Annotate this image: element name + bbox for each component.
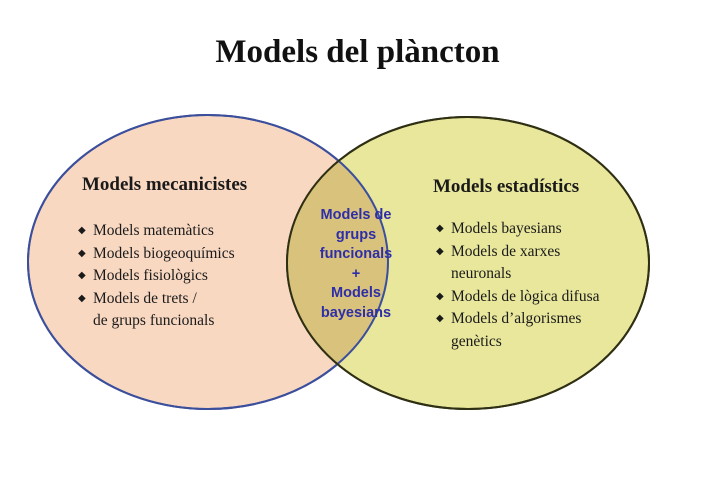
intersection-line: bayesians xyxy=(320,304,392,321)
left-set-outline xyxy=(27,114,389,410)
intersection-label: Models de grups funcionals + Models baye… xyxy=(300,206,412,323)
list-item: Models de trets /de grups funcionals xyxy=(78,288,235,333)
intersection-line: Models de xyxy=(320,207,392,223)
intersection-line: + xyxy=(351,265,361,282)
list-item: Models biogeoquímics xyxy=(78,243,235,266)
list-item: Models matemàtics xyxy=(78,220,235,243)
right-set-heading: Models estadístics xyxy=(433,176,580,197)
list-item: Models de lògica difusa xyxy=(436,286,600,309)
list-item: Models bayesians xyxy=(436,218,600,241)
right-set-list: Models bayesians Models de xarxesneurona… xyxy=(436,218,600,353)
intersection-line: funcionals xyxy=(319,246,393,262)
right-set-outline xyxy=(286,116,650,410)
intersection-line: grups xyxy=(335,226,377,243)
diagram-title: Models del plàncton xyxy=(215,34,500,70)
left-set-heading: Models mecanicistes xyxy=(82,174,248,195)
left-set-list: Models matemàtics Models biogeoquímics M… xyxy=(78,220,235,333)
list-item: Models fisiològics xyxy=(78,265,235,288)
intersection-line: Models xyxy=(331,285,381,301)
